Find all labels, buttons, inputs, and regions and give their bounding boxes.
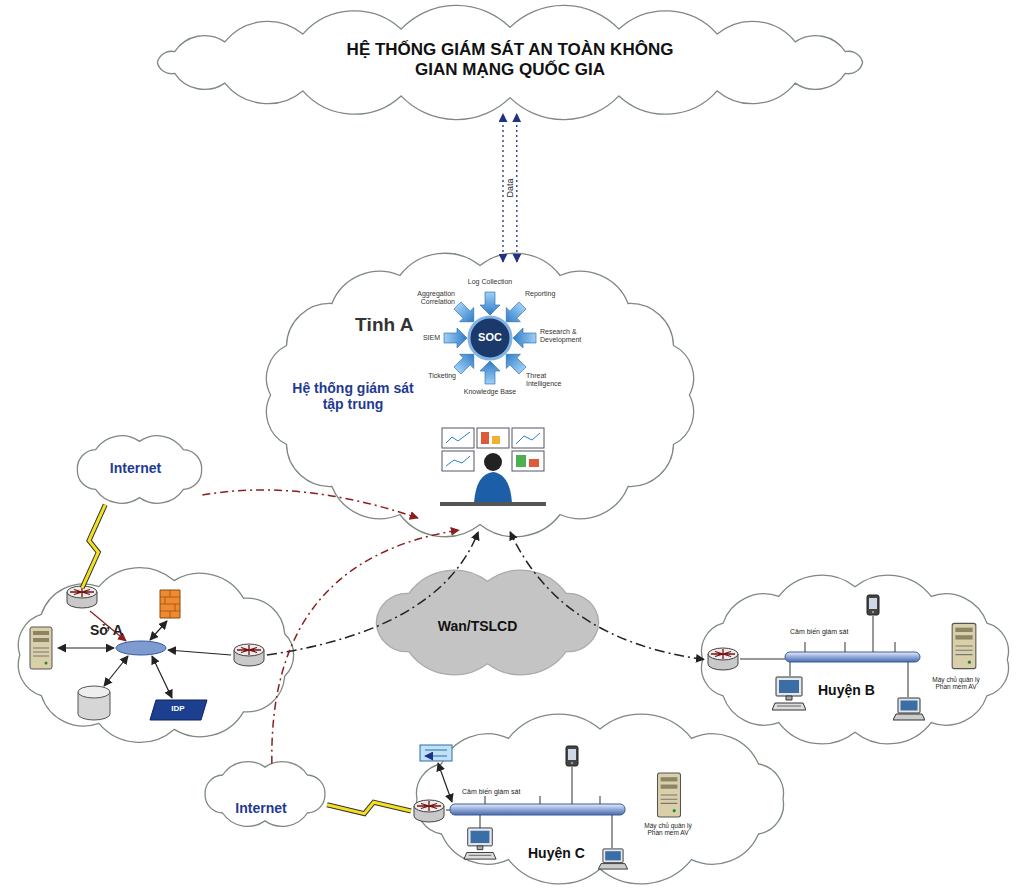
soc-graphic — [444, 292, 536, 384]
lightning-stroke — [327, 802, 411, 813]
cloud-node: HỆ THỐNG GIÁM SÁT AN TOÀN KHÔNG GIAN MẠN… — [140, 10, 880, 115]
soc-graphic-part — [469, 317, 511, 359]
huyen-c-devices-part — [414, 800, 444, 822]
huyen-b-devices-part — [867, 595, 879, 615]
monitoring-desk-part — [481, 432, 489, 444]
huyen-c-devices-part — [658, 773, 681, 817]
device-label: Máy chủ quản lý Phần mềm AV — [925, 676, 987, 691]
so-a-devices-part — [58, 647, 114, 648]
so-a-devices-part — [30, 627, 52, 669]
cloud-shape — [157, 5, 862, 119]
monitoring-desk-part — [516, 455, 526, 467]
device-label: Aggregation Correlation — [395, 290, 455, 306]
device-label: Research & Development — [540, 328, 592, 344]
cloud-shape — [205, 762, 325, 827]
monitoring-desk-part — [477, 428, 509, 448]
node-text: Internet — [68, 460, 203, 476]
cloud-node: Internet — [196, 758, 334, 830]
device-label: Threat Intelligence — [526, 372, 578, 388]
node-text: Huyện B — [818, 682, 893, 698]
so-a-devices-part — [160, 590, 180, 618]
so-a-devices-part — [78, 686, 110, 698]
lightning-stroke — [82, 505, 105, 588]
monitoring-desk-part — [442, 428, 474, 448]
cloud-shape — [376, 570, 598, 675]
device-label: SOC — [470, 331, 510, 344]
cloud-shape — [266, 253, 693, 536]
device-label: Cảm biến giám sát — [790, 628, 860, 636]
cloud-outline — [196, 758, 334, 830]
device-label: Knowledge Base — [455, 388, 525, 396]
device-label: Máy chủ quản lý Phần mềm AV — [636, 822, 700, 837]
cloud-node: Internet — [68, 432, 211, 507]
cloud-shape — [18, 568, 293, 743]
lightning-link — [327, 802, 411, 813]
lightning-stroke — [82, 505, 105, 588]
so-a-devices-part — [160, 590, 180, 618]
node-text: Huyện C — [528, 845, 608, 861]
huyen-b-devices-part — [708, 648, 738, 670]
connector — [516, 114, 517, 262]
huyen-b-devices-part — [952, 623, 976, 668]
connector-line — [502, 114, 503, 262]
device-label: Ticketing — [410, 372, 456, 380]
so-a-devices-part — [67, 586, 97, 608]
cloud-shape — [416, 714, 783, 884]
node-text: Internet — [196, 800, 326, 816]
huyen-b-devices-part — [740, 659, 785, 660]
so-a-devices-part — [234, 644, 264, 666]
connector-line — [516, 114, 518, 262]
huyen-c-devices-part — [446, 810, 450, 811]
device-label: Cảm biến giám sát — [462, 788, 534, 796]
cloud-node: Wan/TSLCD — [360, 565, 615, 680]
huyen-c-devices-part — [566, 746, 578, 766]
edge-label: Data — [506, 177, 515, 198]
cloud-shape — [702, 575, 1009, 744]
huyen-c-devices-part — [425, 750, 447, 756]
so-a-devices-part — [150, 700, 207, 720]
huyen-b-devices-part — [893, 698, 925, 720]
lightning-link — [82, 505, 105, 588]
monitoring-desk-part — [529, 459, 539, 467]
node-text: Tỉnh A — [355, 314, 445, 336]
node-text: Wan/TSLCD — [415, 618, 540, 634]
node-text: Hệ thống giám sát tập trung — [283, 380, 423, 412]
monitoring-desk-part — [512, 451, 544, 471]
monitoring-desk-part — [484, 453, 502, 471]
device-label: SIEM — [418, 334, 440, 342]
device-label: Log Collection — [455, 278, 525, 286]
huyen-b-devices-part — [772, 677, 806, 710]
device-label: IDP — [158, 704, 198, 713]
monitoring-desk-part — [492, 436, 500, 444]
node-text: HỆ THỐNG GIÁM SÁT AN TOÀN KHÔNG GIAN MẠN… — [340, 40, 680, 79]
device-label: Reporting — [525, 290, 575, 298]
huyen-c-devices-part — [598, 849, 627, 869]
huyen-c-devices-part — [464, 828, 496, 859]
huyen-c-devices-part — [420, 745, 452, 761]
node-text: Sở A — [90, 622, 150, 638]
lightning-stroke — [327, 802, 411, 813]
so-a-devices-part — [116, 641, 166, 655]
connector — [503, 114, 504, 262]
huyen-b-devices-part — [785, 652, 920, 662]
huyen-c-devices-part — [450, 804, 625, 815]
monitoring-desk-part — [440, 502, 546, 506]
